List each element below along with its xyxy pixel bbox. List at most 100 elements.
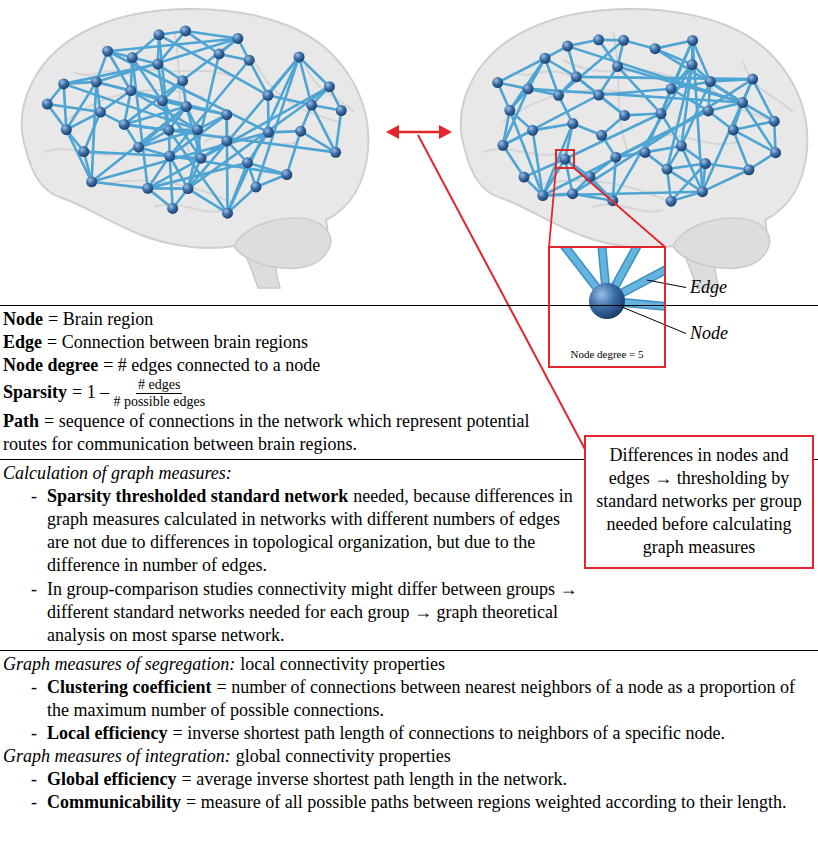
network-edge: [170, 115, 227, 156]
network-edge: [533, 130, 543, 195]
term: Path: [3, 411, 39, 431]
definition-text: local connectivity properties: [240, 654, 445, 674]
term: Clustering coefficient: [47, 677, 211, 697]
network-node: [705, 76, 716, 87]
network-node: [666, 196, 677, 207]
network-node: [214, 48, 225, 59]
network-node: [639, 147, 650, 158]
definition-text: = Connection between brain regions: [47, 332, 308, 352]
network-node: [743, 164, 754, 175]
network-node: [281, 169, 292, 180]
network-node: [182, 183, 193, 194]
network-node: [504, 105, 515, 116]
zoom-illustration: [548, 237, 673, 368]
row-content: Path= sequence of connections in the net…: [3, 410, 548, 456]
network-node: [91, 76, 102, 87]
network-edge: [124, 124, 169, 130]
network-edge: [543, 111, 708, 196]
network-node: [560, 154, 571, 165]
row-content: Clustering coefficient= number of connec…: [47, 676, 818, 722]
network-node: [152, 59, 163, 70]
network-node: [593, 90, 604, 101]
network-edge: [185, 31, 237, 39]
definition-row: Edge= Connection between brain regions: [3, 331, 548, 354]
fraction-term: # possible edges: [113, 394, 205, 410]
section-body: Calculation of graph measures:-Sparsity …: [3, 462, 578, 646]
network-node: [610, 152, 621, 163]
network-node: [232, 33, 243, 44]
definition-text: = sequence of connections in the network…: [3, 411, 530, 454]
network-node: [567, 188, 578, 199]
part-label: Node: [690, 322, 728, 345]
definition-row: -In group-comparison studies connectivit…: [3, 578, 578, 647]
cerebellum: [234, 218, 331, 268]
brain-gyrus: [593, 204, 663, 211]
network-node: [497, 140, 508, 151]
network-node: [770, 147, 781, 158]
definition-row: Calculation of graph measures:: [3, 462, 578, 485]
network-node: [294, 51, 305, 62]
arrow-shaft: [397, 131, 441, 134]
network-node: [167, 203, 178, 214]
fraction: # edges# possible edges: [113, 377, 205, 410]
network-node: [769, 116, 780, 127]
network-node: [703, 105, 714, 116]
network-node: [295, 126, 306, 137]
row-content: Communicability= measure of all possible…: [47, 791, 818, 814]
row-content: Sparsity= 1 –# edges# possible edges: [3, 377, 548, 410]
network-node: [242, 157, 253, 168]
definition-row: Path= sequence of connections in the net…: [3, 410, 548, 456]
network-edge: [124, 124, 335, 152]
network-edge: [336, 110, 342, 152]
network-edge: [702, 170, 749, 192]
bullet-dash: -: [31, 722, 47, 745]
network-node: [619, 110, 630, 121]
definition-row: -Local efficiency= inverse shortest path…: [3, 722, 818, 745]
network-node: [181, 101, 192, 112]
network-node: [662, 164, 673, 175]
network-edge: [743, 103, 776, 153]
section-heading: Calculation of graph measures:: [3, 463, 232, 483]
network-edge: [132, 58, 201, 159]
network-node: [102, 46, 113, 57]
network-node: [584, 171, 595, 182]
network-node: [221, 135, 232, 146]
network-node: [553, 90, 564, 101]
zoom-line: [574, 168, 665, 247]
term: Edge: [3, 332, 42, 352]
network-edge: [96, 82, 226, 115]
network-node: [42, 99, 53, 110]
network-edge: [287, 131, 301, 174]
definition-row: -Communicability= measure of all possibl…: [3, 791, 818, 814]
row-content: Node degree= # edges connected to a node: [3, 354, 548, 377]
leader-line: [622, 307, 686, 334]
network-node: [177, 75, 188, 86]
network-edge: [681, 146, 702, 192]
network-edge: [733, 121, 774, 130]
definition-row: -Sparsity thresholded standard networkne…: [3, 485, 578, 577]
arrow-head: [386, 125, 399, 139]
network-node: [687, 59, 698, 70]
zoom-detail: [559, 248, 664, 319]
zoom-node: [589, 283, 625, 319]
term: Node degree: [3, 355, 98, 375]
note-box: Differences in nodes and edges → thresho…: [584, 435, 814, 568]
network-edge: [92, 132, 269, 181]
network-edge: [503, 95, 599, 145]
network-node: [306, 100, 317, 111]
cerebellum: [673, 218, 770, 268]
network-node: [164, 150, 175, 161]
network-node: [324, 81, 335, 92]
definition-text: = 1 –: [72, 382, 109, 402]
network-node: [133, 142, 144, 153]
network-node: [127, 52, 138, 63]
definition-row: -Global efficiency= average inverse shor…: [3, 768, 818, 791]
bullet-dash: -: [31, 791, 47, 814]
network-edge: [169, 130, 228, 213]
network-node: [728, 124, 739, 135]
network-edge: [158, 64, 169, 130]
network-edge: [312, 105, 336, 152]
network-node: [666, 83, 677, 94]
network-node: [95, 107, 106, 118]
network-node: [195, 153, 206, 164]
